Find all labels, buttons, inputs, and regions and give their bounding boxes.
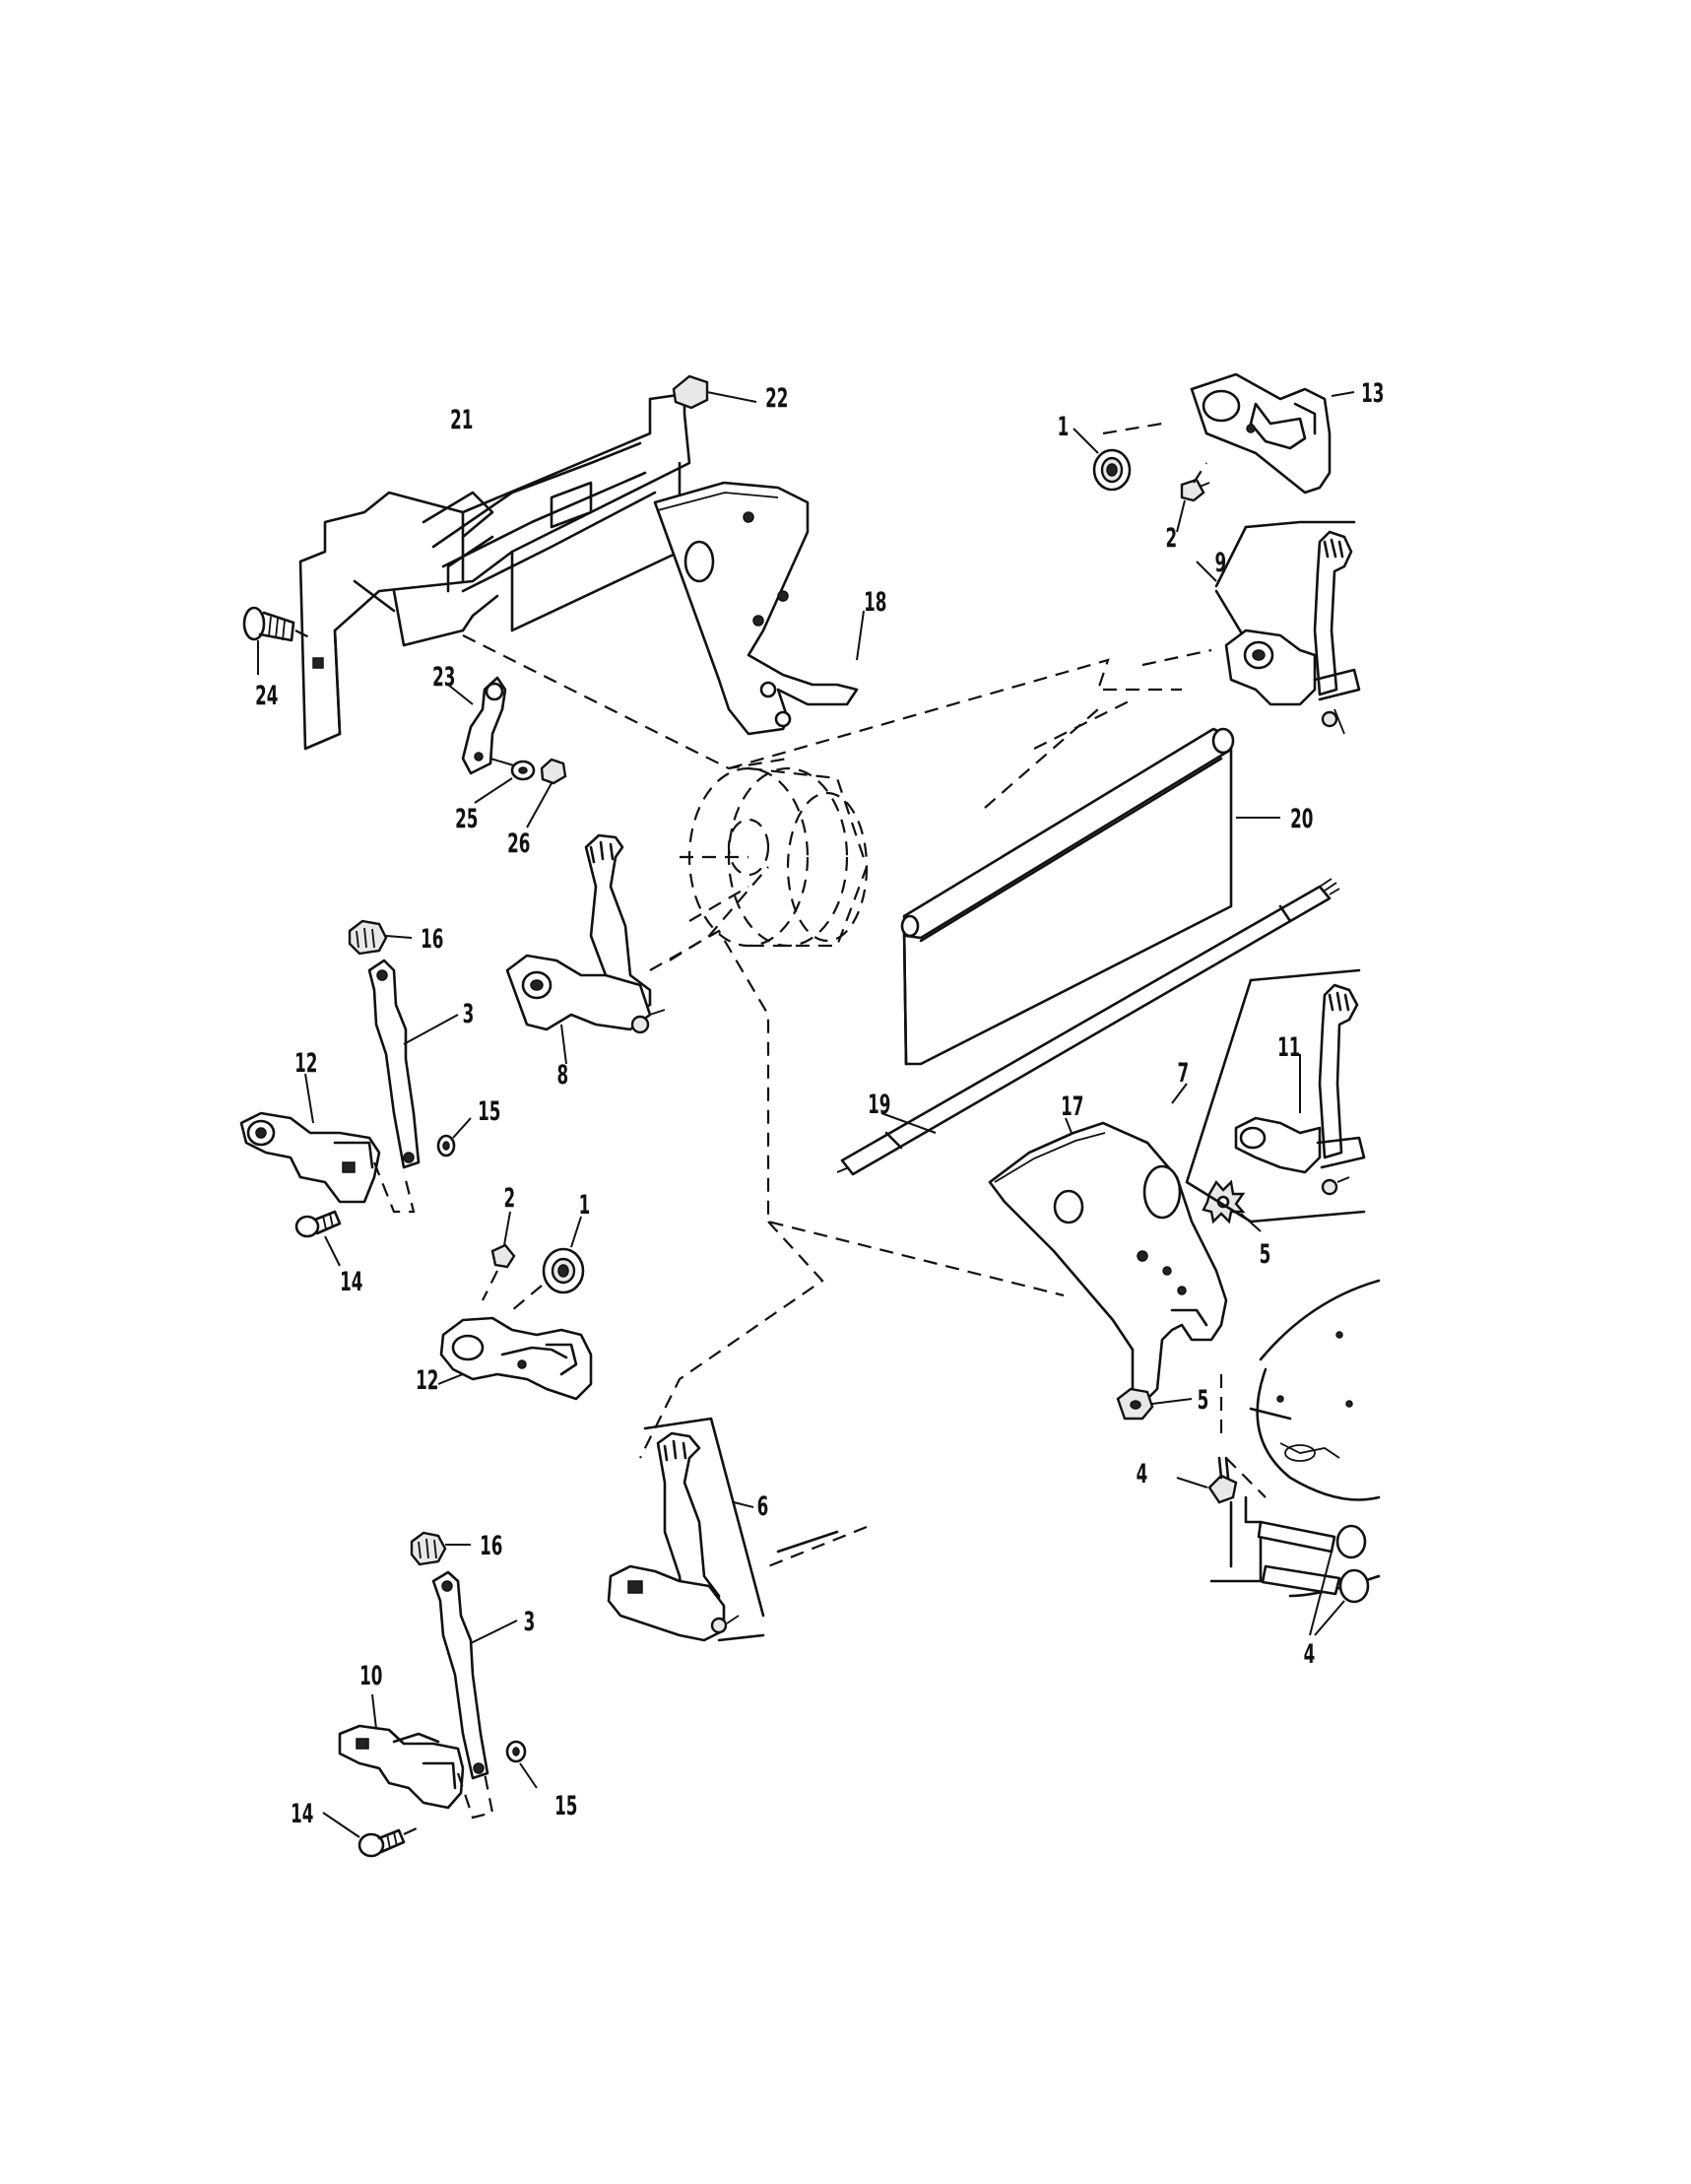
part-9-lever-assembly (1196, 520, 1361, 735)
callout-12-top: 12 (294, 1048, 317, 1079)
callout-5-mid: 5 (1198, 1385, 1209, 1416)
callout-23: 23 (432, 662, 455, 693)
part-10-bracket-lower (338, 1693, 494, 1820)
callout-13: 13 (1361, 378, 1384, 409)
part-1-bearing-lower (511, 1216, 585, 1311)
callout-11: 11 (1277, 1032, 1300, 1063)
part-4-screw (1176, 1456, 1238, 1504)
part-24-bolt (242, 606, 316, 675)
callout-17: 17 (1061, 1092, 1083, 1122)
callout-14-low: 14 (291, 1799, 313, 1829)
part-23-bracket (447, 676, 518, 775)
callout-24: 24 (255, 681, 278, 711)
callout-2-mid: 2 (504, 1183, 516, 1214)
part-13-lever (1190, 372, 1355, 495)
callout-7: 7 (1178, 1058, 1190, 1089)
part-20-cover (900, 727, 1280, 1066)
callout-22: 22 (765, 383, 788, 414)
part-26-nut (526, 758, 567, 828)
part-5-nut (1116, 1387, 1193, 1421)
callout-21: 21 (450, 405, 473, 435)
callout-2-top: 2 (1166, 523, 1178, 554)
part-17-plate (988, 1117, 1228, 1406)
callout-labels: 21 22 24 23 25 26 18 1 2 13 9 20 16 3 8 … (255, 378, 1384, 1829)
part-16-grip-upper (348, 919, 413, 956)
part-22-nut (672, 374, 757, 410)
part-25-washer (474, 760, 536, 804)
part-5-star-washer (1202, 1179, 1262, 1232)
callout-20: 20 (1290, 804, 1313, 834)
part-14-bolt-lower (322, 1812, 420, 1858)
part-2-screw (1176, 462, 1210, 533)
callout-3-top: 3 (463, 999, 475, 1029)
callout-15-top: 15 (478, 1096, 500, 1127)
callout-16-low: 16 (480, 1531, 502, 1561)
callout-12-mid: 12 (416, 1365, 438, 1396)
callout-1-top: 1 (1058, 412, 1070, 442)
callout-1-mid: 1 (579, 1190, 591, 1221)
part-8-lever-assembly (505, 833, 666, 1065)
part-3-link-lower (431, 1570, 518, 1780)
callout-4-low: 4 (1304, 1639, 1316, 1670)
callout-9: 9 (1215, 548, 1227, 578)
part-14-bolt-upper (294, 1210, 342, 1267)
part-1-bearing (1073, 428, 1132, 492)
part-18-plate (653, 481, 865, 736)
part-6-lever-assembly (607, 1417, 839, 1642)
part-12-lever-lower (437, 1316, 593, 1401)
callout-14-top: 14 (340, 1267, 362, 1297)
callout-4-mid: 4 (1137, 1459, 1148, 1489)
callout-15-low: 15 (554, 1791, 577, 1821)
part-15-washer-upper (436, 1117, 472, 1158)
callout-10: 10 (359, 1661, 382, 1691)
callout-8: 8 (557, 1060, 569, 1091)
callout-6: 6 (757, 1491, 769, 1522)
callout-3-low: 3 (524, 1607, 536, 1637)
part-7-lever-assembly (1171, 968, 1366, 1224)
part-4-bolt-upper (1257, 1520, 1367, 1559)
part-19-shaft (836, 878, 1340, 1176)
part-16-grip-lower (410, 1531, 471, 1566)
part-4-bolt-lower (1261, 1551, 1370, 1636)
assembly-dashed-lines (462, 422, 1267, 1568)
part-21-housing (298, 392, 691, 751)
part-12-bracket-upper (239, 1073, 416, 1214)
callout-16-top: 16 (421, 924, 443, 955)
part-15-washer-lower (505, 1740, 538, 1789)
callout-19: 19 (868, 1090, 890, 1120)
callout-25: 25 (455, 804, 478, 834)
callout-5-top: 5 (1260, 1239, 1271, 1270)
central-motor-dashed (680, 698, 1134, 948)
callout-18: 18 (864, 587, 886, 618)
part-2-screw-lower (482, 1211, 516, 1301)
callout-26: 26 (507, 828, 530, 859)
part-3-link-upper (367, 959, 459, 1169)
